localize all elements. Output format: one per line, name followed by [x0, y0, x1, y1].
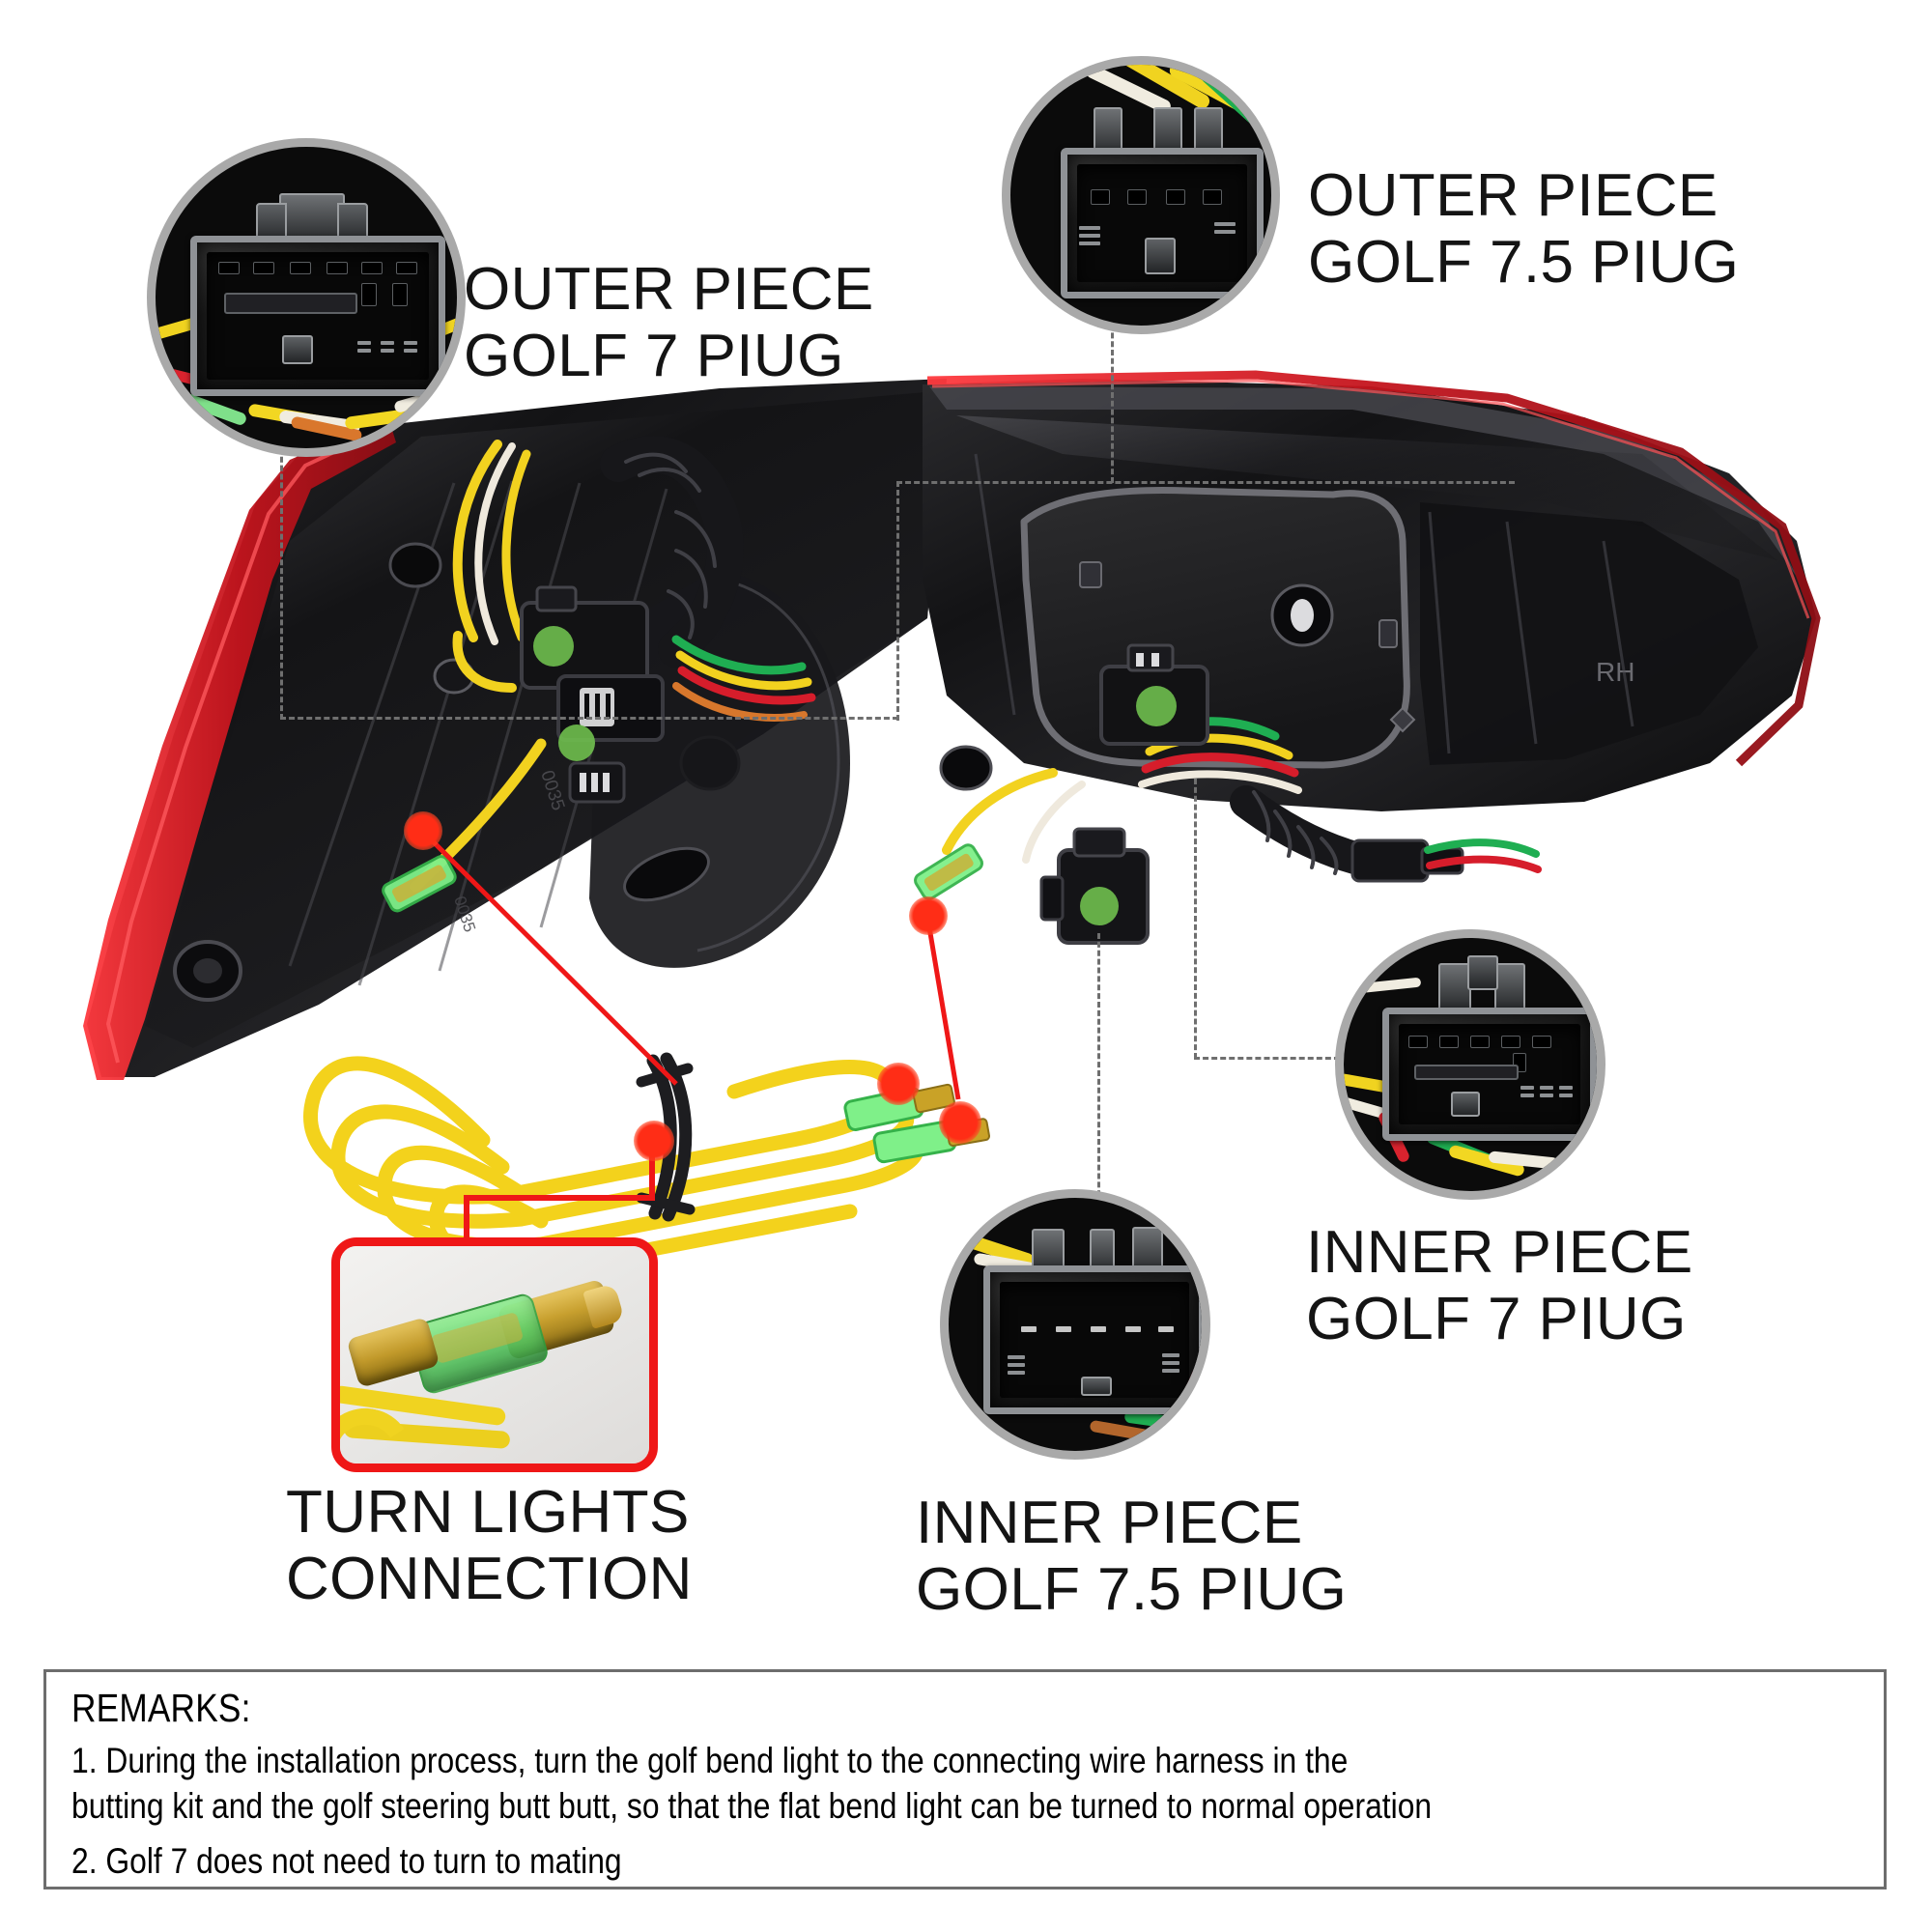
red-marker-dot [877, 1063, 920, 1105]
wiring-harness [382, 436, 1542, 945]
red-marker-dot [634, 1121, 674, 1161]
callout-outer-golf7[interactable] [147, 138, 466, 457]
green-marker-dot [1080, 887, 1119, 925]
tail-light-inner-section: RH [923, 370, 1821, 811]
red-line-mid-terminal [924, 915, 961, 1100]
leader-line-outer-golf7-stub [896, 481, 899, 721]
leader-line-outer-golf7-vertical [280, 440, 283, 720]
rh-side-marking: RH [1596, 657, 1634, 687]
red-marker-dot [939, 1101, 981, 1144]
red-leader-to-zoom-box [464, 1142, 655, 1238]
red-marker-dot [404, 811, 442, 850]
red-line-left-terminal [420, 829, 678, 1086]
callout-inner-golf7[interactable] [1335, 929, 1605, 1200]
leader-line-inner-golf7-vertical [1194, 779, 1197, 1059]
leader-line-outer-golf7-horizontal [280, 717, 898, 720]
red-connection-lines [420, 829, 961, 1238]
green-marker-dot [1136, 686, 1177, 726]
remarks-panel: REMARKS: 1. During the installation proc… [43, 1669, 1887, 1889]
connector-plug-icon [1344, 938, 1597, 1191]
remarks-title: REMARKS: [71, 1686, 251, 1730]
connector-plug-icon [156, 147, 457, 448]
leader-line-outer-golf75-vertical [1111, 307, 1114, 483]
green-marker-dot [533, 626, 574, 667]
callout-outer-golf75[interactable] [1002, 56, 1280, 334]
connector-plug-icon [949, 1198, 1202, 1451]
bullet-terminal-icon [340, 1246, 649, 1463]
connector-plug-icon [1010, 65, 1271, 326]
callout-inner-golf75[interactable] [940, 1189, 1210, 1460]
remarks-item-1-line-2: butting kit and the golf steering butt b… [71, 1785, 1433, 1826]
green-marker-dot [558, 724, 595, 761]
remarks-item-2: 2. Golf 7 does not need to turn to matin… [71, 1840, 622, 1881]
remarks-item-1-line-1: 1. During the installation process, turn… [71, 1741, 1349, 1780]
red-marker-dot [909, 896, 948, 935]
leader-line-outer-golf75-horizontal [896, 481, 1515, 484]
callout-turn-lights-connection[interactable] [331, 1237, 658, 1472]
leader-line-inner-golf7-horizontal [1194, 1057, 1349, 1060]
leader-line-inner-golf75-vertical [1097, 933, 1100, 1213]
